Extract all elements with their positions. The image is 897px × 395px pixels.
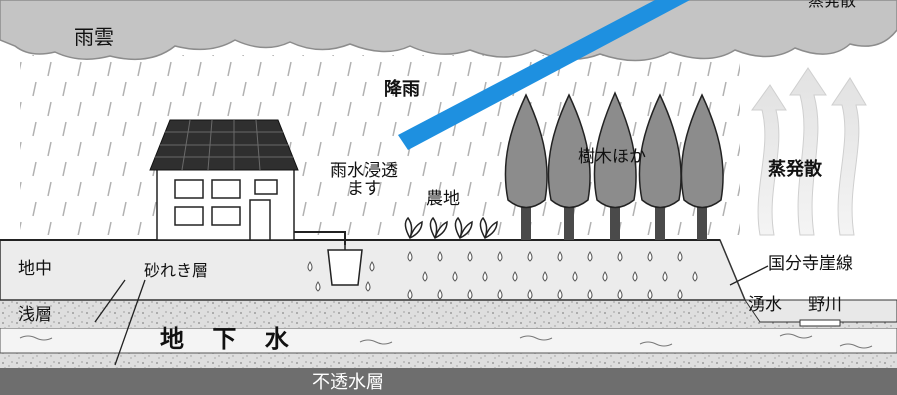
nogawa-river-channel xyxy=(799,319,841,327)
rainfall-label: 降雨 xyxy=(384,79,420,100)
groundwater-waves xyxy=(19,333,873,349)
rain-clouds-label: 雨雲 xyxy=(74,25,114,49)
gravel-layer-label: 砂れき層 xyxy=(144,261,209,280)
trees xyxy=(504,91,724,240)
infiltration-drops xyxy=(307,251,698,300)
impermeable-layer xyxy=(0,367,897,395)
farm-plants xyxy=(404,216,498,239)
trees-label: 樹木ほか xyxy=(578,147,646,167)
leader-lines xyxy=(94,265,769,366)
house xyxy=(149,119,299,241)
rain-clouds xyxy=(0,0,897,62)
impermeable-layer-label: 不透水層 xyxy=(312,372,384,393)
infiltration-basin-label: 雨水浸透 ます xyxy=(330,161,398,199)
cropped-evapotranspiration-label: 蒸発散 xyxy=(808,0,857,10)
farmland-label: 農地 xyxy=(426,189,460,209)
evapotranspiration-arrows xyxy=(751,67,867,236)
nogawa-river-label: 野川 xyxy=(808,295,842,315)
lowland-soil xyxy=(744,299,897,323)
shallow-layer-label: 浅層 xyxy=(18,305,52,325)
evapotranspiration-label: 蒸発散 xyxy=(768,159,822,180)
groundwater-band xyxy=(0,327,897,354)
groundwater-label: 地 下 水 xyxy=(160,325,299,353)
infiltration-basin xyxy=(327,240,363,286)
sunlight-beam xyxy=(398,0,690,150)
shallow-gravel-layer xyxy=(0,300,897,328)
lower-gravel-band xyxy=(0,352,897,368)
kokubunji-cliff-line-label: 国分寺崖線 xyxy=(768,254,853,274)
spring-water-label: 湧水 xyxy=(748,295,782,315)
underground-label: 地中 xyxy=(18,259,52,279)
